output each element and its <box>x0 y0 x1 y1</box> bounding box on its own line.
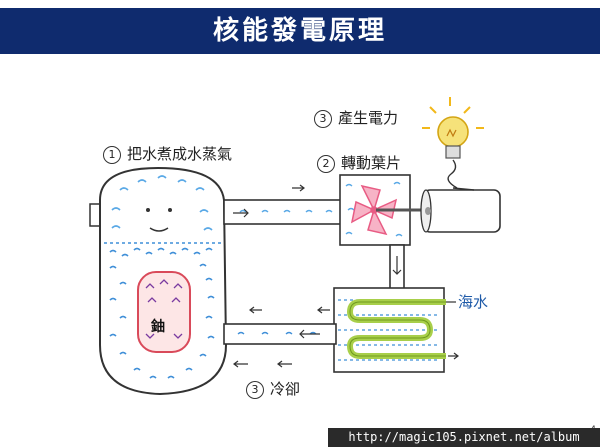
flow-arrow <box>233 184 305 218</box>
light-bulb-icon <box>422 97 484 191</box>
uranium-label: 鈾 <box>151 319 165 335</box>
condenser <box>333 287 456 373</box>
seawater-label: 海水 <box>458 293 489 311</box>
uranium-core-icon <box>137 271 191 353</box>
generator-icon <box>420 189 501 233</box>
watermark-url: http://magic105.pixnet.net/album <box>328 428 600 447</box>
fan-icon <box>350 184 398 236</box>
return-pipe <box>223 323 337 345</box>
smiley-face-icon <box>146 208 172 232</box>
page-title: 核能發電原理 <box>0 8 600 54</box>
